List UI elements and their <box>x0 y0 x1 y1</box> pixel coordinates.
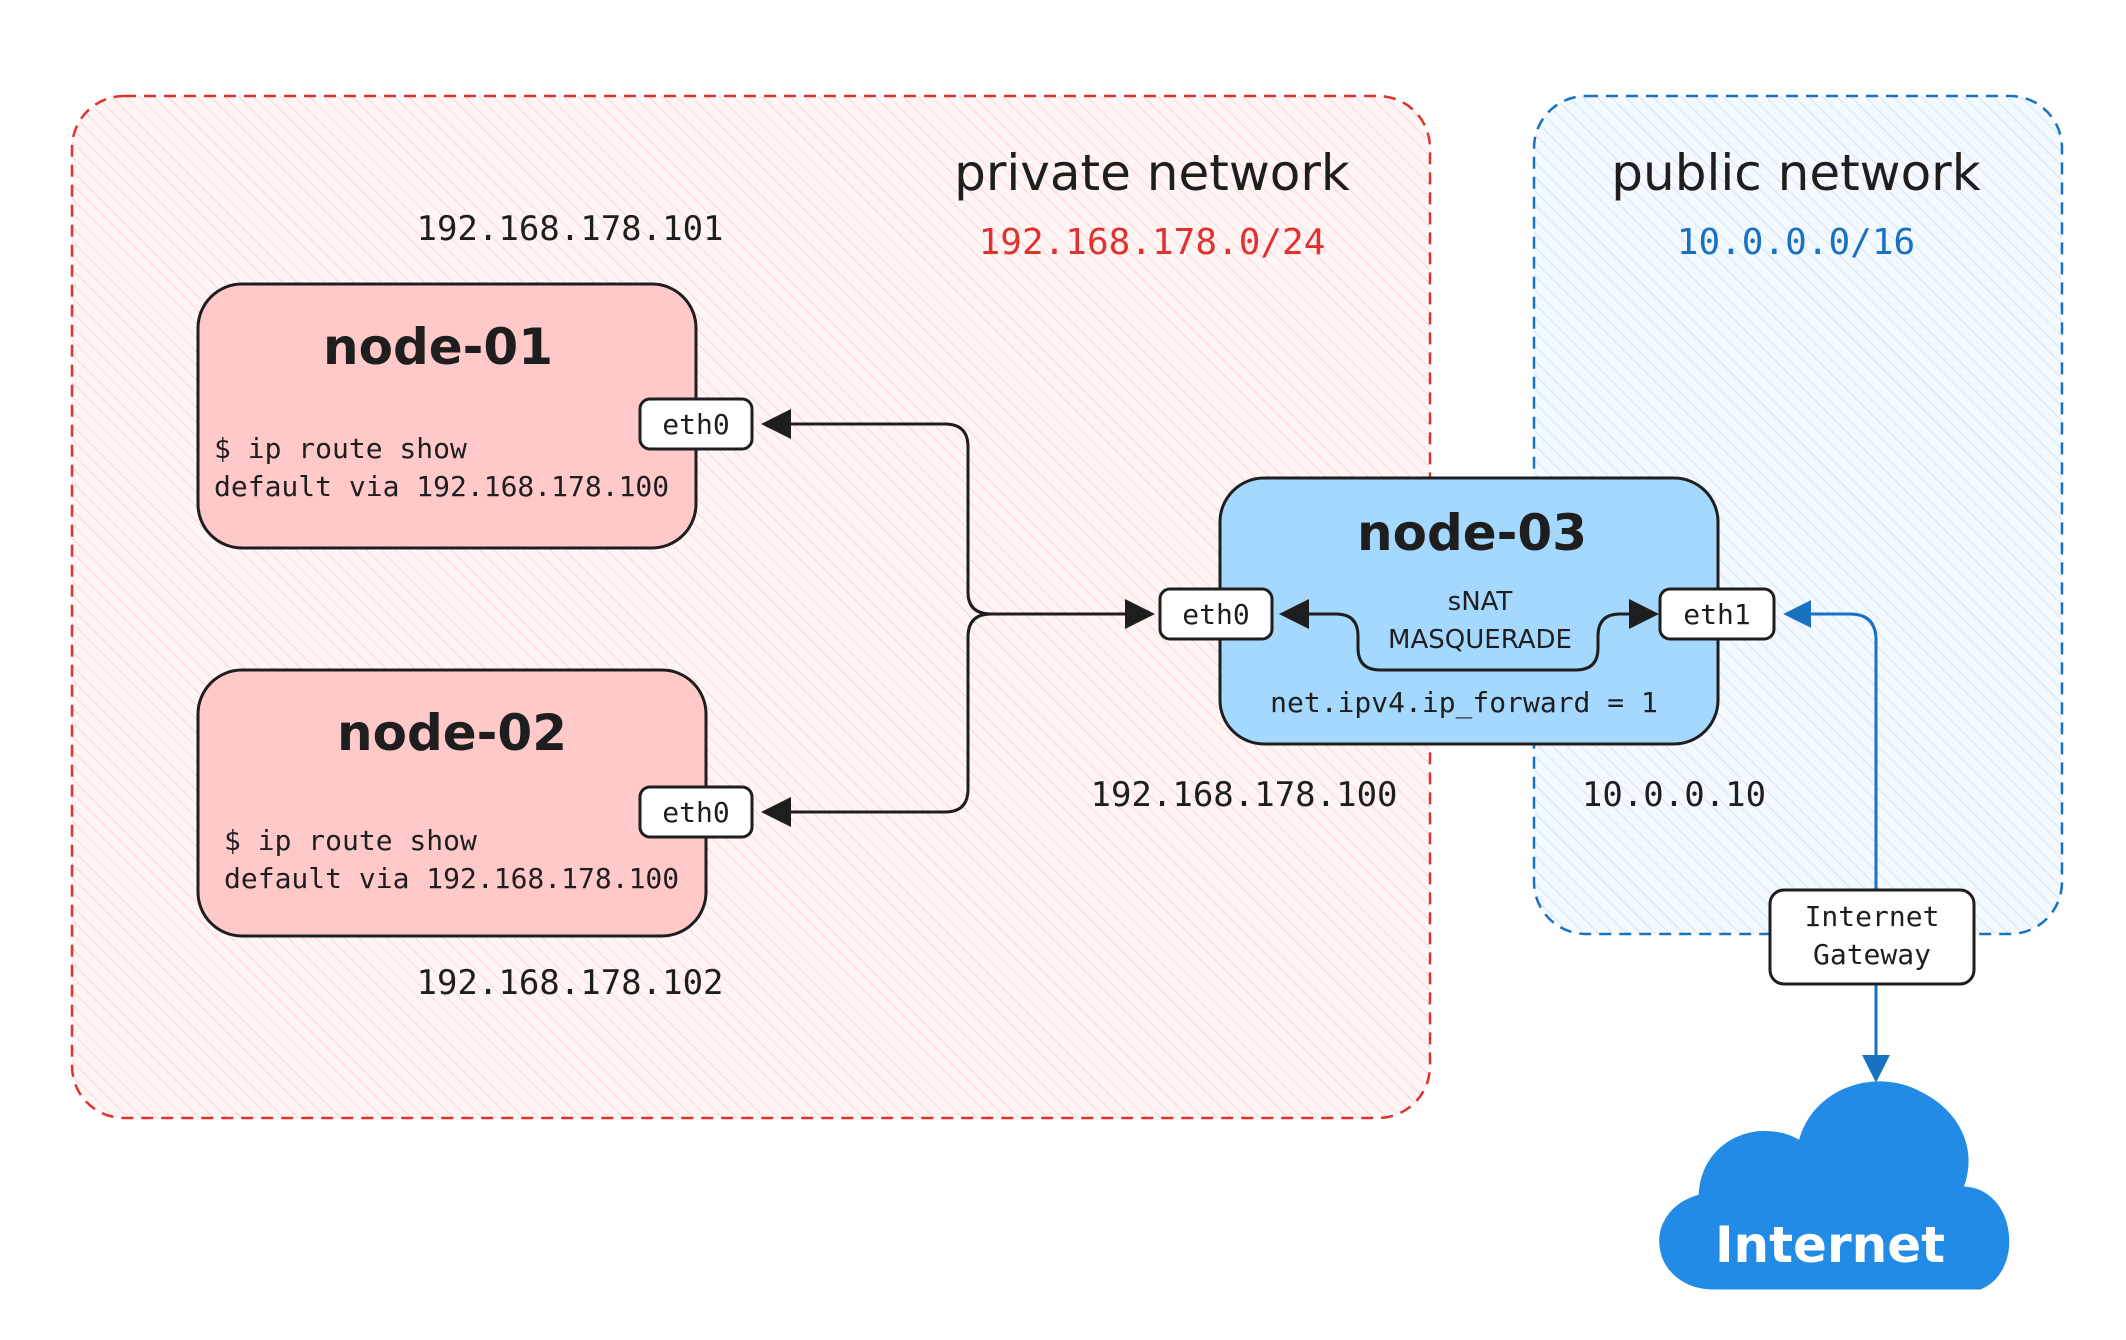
node03-eth1-label: eth1 <box>1683 598 1750 631</box>
gateway-box <box>1768 888 1976 986</box>
node03-private-ip: 192.168.178.100 <box>1090 775 1397 815</box>
node03-title: node-03 <box>1357 504 1587 562</box>
node01-cmd: $ ip route show <box>214 432 467 465</box>
link-gateway-eth1 <box>1783 600 1878 890</box>
node02-title: node-02 <box>337 704 567 762</box>
private-links <box>761 409 1155 827</box>
node01-ip: 192.168.178.101 <box>416 209 723 249</box>
node01-route: default via 192.168.178.100 <box>214 470 669 503</box>
gateway-label-line1: Internet <box>1805 900 1940 933</box>
internet-cloud: Internet <box>1659 1081 2010 1290</box>
public-network-title: public network <box>1611 144 1980 202</box>
public-network-cidr: 10.0.0.0/16 <box>1677 222 1915 263</box>
node03-nat-line2: MASQUERADE <box>1388 625 1572 655</box>
node03-sysctl: net.ipv4.ip_forward = 1 <box>1270 686 1658 720</box>
node-02: node-02 $ ip route show default via 192.… <box>196 668 754 1003</box>
gateway-links <box>1783 600 1890 1083</box>
node03-eth1-port <box>1658 587 1776 641</box>
node01-eth0-label: eth0 <box>662 408 729 441</box>
node02-eth0-port <box>638 785 754 839</box>
private-network-title: private network <box>954 144 1350 202</box>
node03-eth0-port <box>1158 587 1274 641</box>
node03-nat-line1: sNAT <box>1448 587 1513 617</box>
node03-eth0-label: eth0 <box>1182 598 1249 631</box>
node03-public-ip: 10.0.0.10 <box>1582 775 1766 815</box>
link-node01-node03 <box>761 409 1155 629</box>
internet-gateway: Internet Gateway <box>1768 888 1976 986</box>
node02-ip: 192.168.178.102 <box>416 963 723 1003</box>
internet-label: Internet <box>1715 1216 1945 1274</box>
node02-eth0-label: eth0 <box>662 796 729 829</box>
cloud-shape <box>1659 1081 2010 1290</box>
node02-route: default via 192.168.178.100 <box>224 862 679 895</box>
node01-title: node-01 <box>323 318 553 376</box>
node-01: 192.168.178.101 node-01 $ ip route show … <box>196 209 754 550</box>
node-03: node-03 sNAT MASQUERADE net.ipv4.ip_forw… <box>1090 476 1776 815</box>
gateway-label-line2: Gateway <box>1813 938 1931 971</box>
private-network-cidr: 192.168.178.0/24 <box>979 222 1326 263</box>
node03-nat-path <box>1279 599 1659 672</box>
node01-eth0-port <box>638 397 754 451</box>
link-node02-node03 <box>761 612 1152 827</box>
node02-cmd: $ ip route show <box>224 824 477 857</box>
